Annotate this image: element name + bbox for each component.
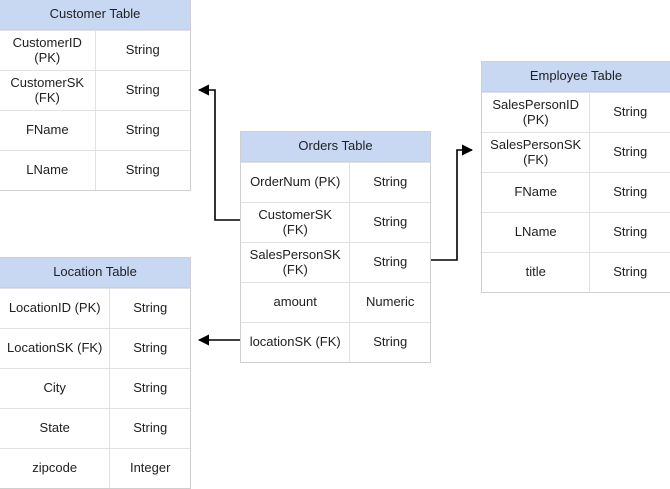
table-row[interactable]: amount Numeric — [241, 282, 430, 322]
column-type: String — [613, 264, 648, 280]
table-row[interactable]: FName String — [0, 110, 190, 150]
connector-orders-to-employee — [431, 144, 474, 261]
table-row[interactable]: OrderNum (PK) String — [241, 162, 430, 202]
column-type: String — [373, 214, 408, 230]
table-row[interactable]: locationSK (FK) String — [241, 322, 430, 362]
customer-table[interactable]: Customer Table CustomerID (PK) String Cu… — [0, 0, 191, 191]
column-name: City — [0, 369, 111, 408]
column-type: Integer — [129, 460, 171, 476]
column-name: LName — [482, 213, 591, 252]
table-row[interactable]: LocationSK (FK) String — [0, 328, 190, 368]
table-row[interactable]: SalesPersonSK (FK) String — [241, 242, 430, 282]
table-row[interactable]: CustomerSK (FK) String — [241, 202, 430, 242]
column-type: String — [613, 224, 648, 240]
column-name: SalesPersonID (PK) — [482, 93, 591, 132]
table-row[interactable]: State String — [0, 408, 190, 448]
column-type: String — [125, 122, 160, 138]
customer-table-title: Customer Table — [0, 0, 190, 30]
table-row[interactable]: SalesPersonID (PK) String — [482, 92, 670, 132]
column-type: String — [125, 162, 160, 178]
column-name: CustomerSK (FK) — [241, 203, 351, 242]
location-table-title: Location Table — [0, 258, 190, 288]
location-table[interactable]: Location Table LocationID (PK) String Lo… — [0, 257, 191, 489]
column-type: String — [133, 420, 168, 436]
column-name: LocationID (PK) — [0, 289, 111, 328]
table-row[interactable]: CustomerID (PK) String — [0, 30, 190, 70]
column-name: locationSK (FK) — [241, 323, 351, 362]
table-row[interactable]: zipcode Integer — [0, 448, 190, 488]
column-name: title — [482, 253, 591, 292]
column-name: State — [0, 409, 111, 448]
column-name: FName — [0, 111, 96, 150]
column-name: CustomerID (PK) — [0, 31, 96, 70]
column-type: Numeric — [366, 294, 415, 310]
column-type: String — [613, 184, 648, 200]
table-row[interactable]: SalesPersonSK (FK) String — [482, 132, 670, 172]
orders-table-title: Orders Table — [241, 132, 430, 162]
employee-table-title: Employee Table — [482, 62, 670, 92]
connector-orders-to-customer — [197, 84, 240, 221]
column-type: String — [133, 300, 168, 316]
table-row[interactable]: title String — [482, 252, 670, 292]
column-type: String — [613, 144, 648, 160]
table-row[interactable]: CustomerSK (FK) String — [0, 70, 190, 110]
orders-table[interactable]: Orders Table OrderNum (PK) String Custom… — [240, 131, 431, 363]
column-name: SalesPersonSK (FK) — [482, 133, 591, 172]
table-row[interactable]: LName String — [0, 150, 190, 190]
column-name: amount — [241, 283, 351, 322]
column-type: String — [133, 340, 168, 356]
column-type: String — [133, 380, 168, 396]
column-type: String — [125, 82, 160, 98]
column-name: CustomerSK (FK) — [0, 71, 96, 110]
table-row[interactable]: City String — [0, 368, 190, 408]
table-row[interactable]: LName String — [482, 212, 670, 252]
column-name: OrderNum (PK) — [241, 163, 351, 202]
column-type: String — [125, 42, 160, 58]
column-type: String — [373, 174, 408, 190]
column-type: String — [613, 104, 648, 120]
employee-table[interactable]: Employee Table SalesPersonID (PK) String… — [481, 61, 670, 293]
column-type: String — [373, 254, 408, 270]
column-name: FName — [482, 173, 591, 212]
column-type: String — [373, 334, 408, 350]
column-name: LName — [0, 151, 96, 190]
table-row[interactable]: LocationID (PK) String — [0, 288, 190, 328]
column-name: SalesPersonSK (FK) — [241, 243, 351, 282]
column-name: zipcode — [0, 449, 111, 488]
table-row[interactable]: FName String — [482, 172, 670, 212]
column-name: LocationSK (FK) — [0, 329, 111, 368]
